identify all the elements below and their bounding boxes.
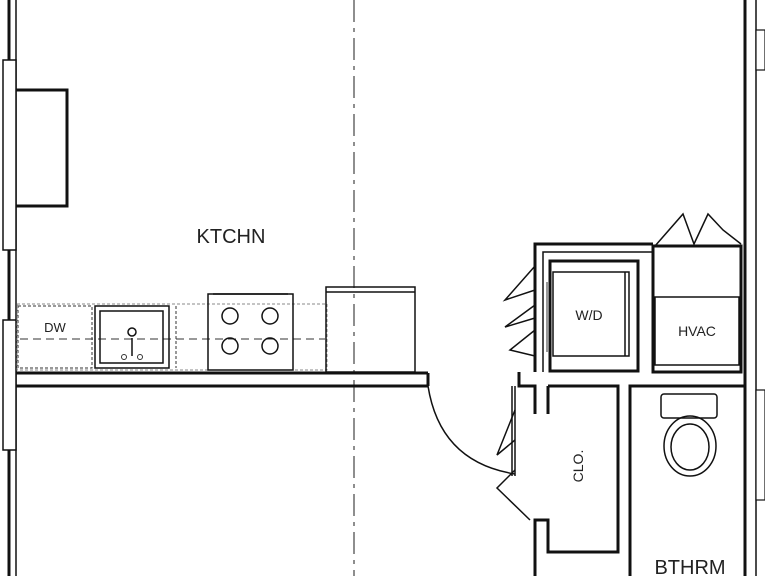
bathroom-label: BTHRM [654, 557, 725, 576]
left-exterior-wall [2, 0, 69, 576]
dishwasher-label: DW [44, 320, 66, 335]
coat-closet [495, 372, 620, 576]
laundry-closet [502, 242, 653, 373]
closet-label: CLO. [570, 450, 586, 483]
washer-dryer-label: W/D [575, 307, 602, 323]
bathroom [628, 384, 745, 576]
countertop [16, 303, 328, 371]
refrigerator [325, 286, 416, 373]
entry-door [427, 385, 516, 475]
sink [94, 305, 177, 369]
hvac-label: HVAC [678, 323, 716, 339]
hvac-closet [651, 212, 743, 374]
dishwasher [17, 305, 93, 369]
kitchen-label: KTCHN [197, 226, 266, 248]
stove [207, 293, 294, 371]
kitchen-partition-wall [16, 371, 430, 388]
right-exterior-wall [743, 0, 765, 576]
